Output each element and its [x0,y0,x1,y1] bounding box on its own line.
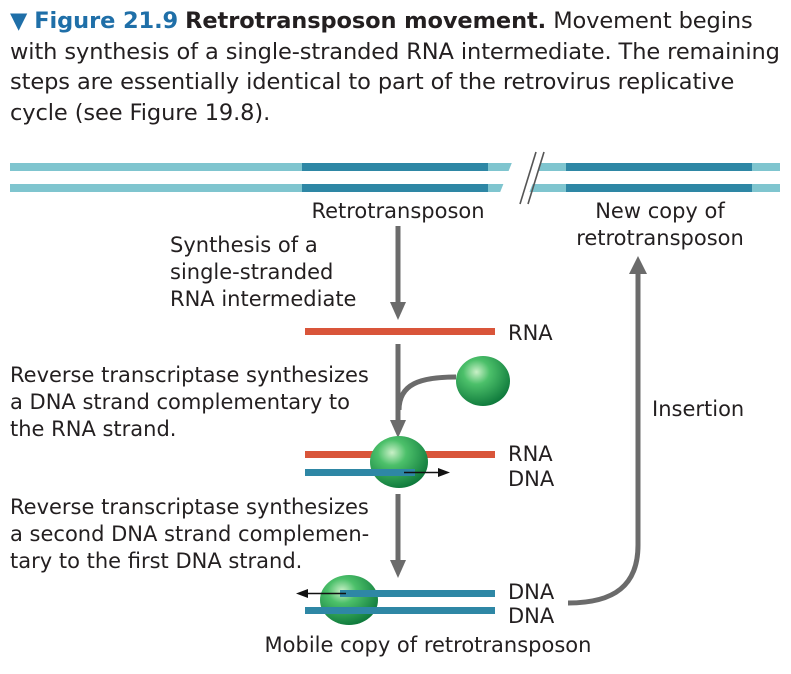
arrow-reverse-transcription-1 [390,344,457,438]
reverse-transcriptase-enzyme-free [456,356,510,406]
dna-label-3: DNA [508,604,555,628]
arrow-reverse-transcription-2 [390,494,406,578]
host-chromosome [10,150,780,208]
mobile-copy-label: Mobile copy of retrotransposon [265,633,592,657]
step1-line1: Synthesis of a [170,233,318,257]
reverse-transcriptase-enzyme-1 [370,436,428,488]
arrow-insertion [567,256,647,606]
retrotransposon-label: Retrotransposon [311,199,484,223]
arrow-insertion-head [629,256,647,274]
arrow-rt2-head [390,560,406,578]
caption-marker: ▼ [10,8,28,34]
new-copy-segment-bottom [566,184,752,192]
arrow-synthesis [390,226,406,320]
caption-text: Movement begins with synthesis of a sing… [10,8,780,126]
step2-line1: Reverse transcriptase synthesizes [10,363,369,387]
rna-strand [305,328,495,335]
figure-caption: ▼ Figure 21.9 Retrotransposon movement. … [10,6,780,128]
synthesis-direction-arrowhead-2 [296,589,308,598]
break-mark-left [519,151,537,205]
new-copy-segment-top [566,163,752,171]
retrotransposon-segment-bottom [302,184,488,192]
retrotransposon-segment-top [302,163,488,171]
arrow-rt1-branch [396,374,457,411]
insertion-label: Insertion [652,397,744,421]
rna-label-2: RNA [508,442,553,466]
step3-line1: Reverse transcriptase synthesizes [10,495,369,519]
step3-line2: a second DNA strand complemen- [10,522,369,546]
dna-strand-second [340,590,495,597]
arrow-rt1-head [390,420,406,438]
reverse-transcriptase-enzyme-2 [320,575,378,625]
step2-line3: the RNA strand. [10,417,176,441]
step3-line3: tary to the first DNA strand. [10,549,302,573]
step1-line3: RNA intermediate [170,287,356,311]
step1-line2: single-stranded [170,260,333,284]
break-mark-right [527,151,545,205]
synthesis-direction-arrowhead-1 [438,468,450,477]
dna-strand-first [305,469,415,476]
dna-label-2: DNA [508,580,555,604]
arrow-insertion-shaft [567,272,641,606]
step2-line2: a DNA strand complementary to [10,390,350,414]
dna-label-1: DNA [508,467,555,491]
figure-title: Retrotransposon movement. [185,8,547,34]
dna-strand-first-complete [305,607,495,614]
new-copy-label-line2: retrotransposon [576,226,744,250]
figure-number: Figure 21.9 [34,8,179,34]
arrow-synthesis-head [390,302,406,320]
new-copy-label-line1: New copy of [595,199,725,223]
rna-label-1: RNA [508,321,553,345]
